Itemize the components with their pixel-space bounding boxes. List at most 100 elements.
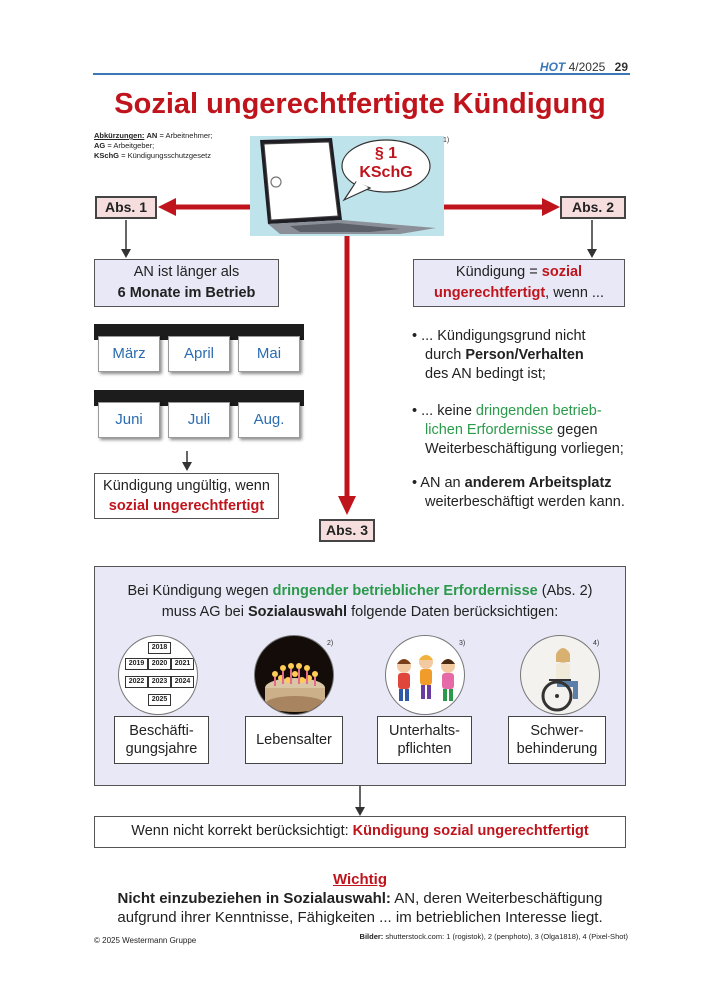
calendar-label: März	[98, 336, 160, 372]
abs2-box-pre: Kündigung =	[455, 264, 542, 280]
abs2-tag: Abs. 2	[560, 196, 626, 219]
bullet-text: durch	[425, 347, 466, 363]
abs1-result-line2: sozial ungerechtfertigt	[108, 498, 265, 514]
bullet-bold: anderem Arbeitsplatz	[464, 475, 612, 491]
abbr-ag-key: AG	[94, 141, 106, 150]
abs1-line1: AN ist länger als	[133, 264, 240, 280]
calendar-label: Aug.	[238, 402, 300, 438]
bullet-text: Weiterbeschäftigung vorliegen;	[425, 441, 624, 457]
criterion-label: Lebensalter	[256, 732, 332, 748]
year-cell: 2020	[148, 658, 171, 670]
abs3-bold: Sozialauswahl	[247, 604, 348, 620]
abs1-condition-box: AN ist länger als 6 Monate im Betrieb	[94, 259, 279, 307]
calendar-label: Juli	[168, 402, 230, 438]
calendar-label: April	[168, 336, 230, 372]
calendar-month: Juli	[164, 390, 234, 442]
year-cell: 2022	[125, 676, 148, 688]
abs3-text: Bei Kündigung wegen	[127, 583, 273, 599]
bullet-green: dringenden betrieb-	[475, 403, 602, 419]
bullet-text: • ... keine	[412, 403, 476, 419]
abs2-box-post: , wenn ...	[545, 285, 604, 301]
abs3-text: (Abs. 2)	[537, 583, 593, 599]
footnote-2: 2)	[327, 640, 334, 647]
bubble-line2: KSchG	[359, 164, 413, 181]
abbr-an-val: = Arbeitnehmer;	[159, 131, 213, 140]
abs2-box-red1: sozial	[541, 264, 583, 280]
speech-bubble: § 1 KSchG	[340, 138, 432, 202]
criterion-label: pflichten	[397, 741, 452, 757]
page-header: HOT 4/2025 29	[540, 60, 628, 74]
footer-credits: Bilder: shutterstock.com: 1 (rogistok), …	[360, 932, 628, 941]
abbr-ksch-key: KSchG	[94, 151, 120, 160]
abs1-tag: Abs. 1	[95, 196, 157, 219]
abs1-line2: 6 Monate im Betrieb	[117, 285, 256, 301]
abs2-condition-box: Kündigung = sozial ungerechtfertigt, wen…	[413, 259, 625, 307]
important-section: Wichtig Nicht einzubeziehen in Sozialaus…	[0, 871, 720, 927]
conclusion-text: Wenn nicht korrekt berücksichtigt:	[131, 823, 353, 839]
abs1-result-line1: Kündigung ungültig, wenn	[103, 478, 270, 494]
abs2-bullet-1: • ... Kündigungsgrund nicht durch Person…	[412, 327, 586, 384]
footer-copyright: © 2025 Westermann Gruppe	[94, 936, 197, 945]
abs3-tag: Abs. 3	[319, 519, 375, 542]
years-calendar-icon: 2018 2019 2020 2021 2022 2023 2024 2025	[118, 635, 198, 715]
bullet-text: • ... Kündigungsgrund nicht	[412, 328, 586, 344]
calendar-month: Aug.	[234, 390, 304, 442]
laptop-icon	[260, 138, 436, 234]
criterion-label: Schwer-	[530, 723, 584, 739]
important-text: AN, deren Weiterbeschäftigung	[390, 890, 603, 907]
calendar-month: März	[94, 324, 164, 376]
abbr-ksch-val: = Kündigungsschutzgesetz	[121, 151, 211, 160]
criterion-disability: Schwer-behinderung	[508, 716, 606, 764]
important-text: aufgrund ihrer Kenntnisse, Fähigkeiten .…	[117, 909, 603, 926]
arrowhead-abs3	[338, 496, 356, 515]
calendar-month: Juni	[94, 390, 164, 442]
abs1-result-box: Kündigung ungültig, wenn sozial ungerech…	[94, 473, 279, 519]
criterion-label: gungsjahre	[125, 741, 198, 757]
bullet-text: gegen	[553, 422, 598, 438]
year-cell: 2024	[171, 676, 194, 688]
bullet-bold: Person/Verhalten	[465, 347, 584, 363]
calendar-label: Mai	[238, 336, 300, 372]
abs3-intro: Bei Kündigung wegen dringender betriebli…	[94, 581, 626, 623]
abs3-text: muss AG bei	[161, 604, 248, 620]
bubble-line1: § 1	[374, 145, 398, 162]
year-cell: 2023	[148, 676, 171, 688]
abbr-heading: Abkürzungen:	[94, 131, 145, 140]
abs2-bullet-2: • ... keine dringenden betrieb- lichen E…	[412, 402, 624, 459]
bullet-text: weiterbeschäftigt werden kann.	[425, 494, 625, 510]
calendar-label: Juni	[98, 402, 160, 438]
bullet-text: des AN bedingt ist;	[425, 366, 546, 382]
calendar-month: Mai	[234, 324, 304, 376]
footnote-1: 1)	[443, 137, 450, 144]
footnote-4: 4)	[593, 640, 600, 647]
brand-label: HOT	[539, 60, 566, 74]
criterion-maintenance: Unterhalts-pflichten	[377, 716, 472, 764]
laptop-illustration: § 1 KSchG	[250, 136, 444, 236]
abs3-text: folgende Daten berücksichtigen:	[347, 604, 559, 620]
criterion-label: behinderung	[516, 741, 598, 757]
year-cell: 2021	[171, 658, 194, 670]
criterion-label: Beschäfti-	[129, 723, 194, 739]
birthday-cake-icon	[254, 635, 334, 715]
header-rule	[93, 73, 630, 75]
criterion-label: Unterhalts-	[389, 723, 460, 739]
conclusion-red: Kündigung sozial ungerechtfertigt	[352, 823, 589, 839]
important-heading: Wichtig	[332, 871, 388, 888]
abs2-bullet-3: • AN an anderem Arbeitsplatz weiterbesch…	[412, 474, 625, 512]
criterion-age: Lebensalter	[245, 716, 343, 764]
bullet-green: lichen Erfordernisse	[425, 422, 554, 438]
footnote-3: 3)	[459, 640, 466, 647]
arrowhead-abs2	[542, 198, 560, 216]
credits-label: Bilder:	[359, 932, 384, 941]
abs2-box-red2: ungerechtfertigt	[433, 285, 546, 301]
important-bold: Nicht einzubeziehen in Sozialauswahl:	[117, 890, 391, 907]
children-icon	[385, 635, 465, 715]
wheelchair-icon	[520, 635, 600, 715]
page-title: Sozial ungerechtfertigte Kündigung	[114, 88, 606, 120]
abbreviations: Abkürzungen: AN = Arbeitnehmer; AG = Arb…	[94, 131, 213, 161]
conclusion-box: Wenn nicht korrekt berücksichtigt: Kündi…	[94, 816, 626, 848]
issue-label: 4/2025	[568, 60, 606, 74]
criterion-employment-years: Beschäfti-gungsjahre	[114, 716, 209, 764]
credits-text: shutterstock.com: 1 (rogistok), 2 (penph…	[383, 932, 628, 941]
bullet-text: • AN an	[412, 475, 465, 491]
